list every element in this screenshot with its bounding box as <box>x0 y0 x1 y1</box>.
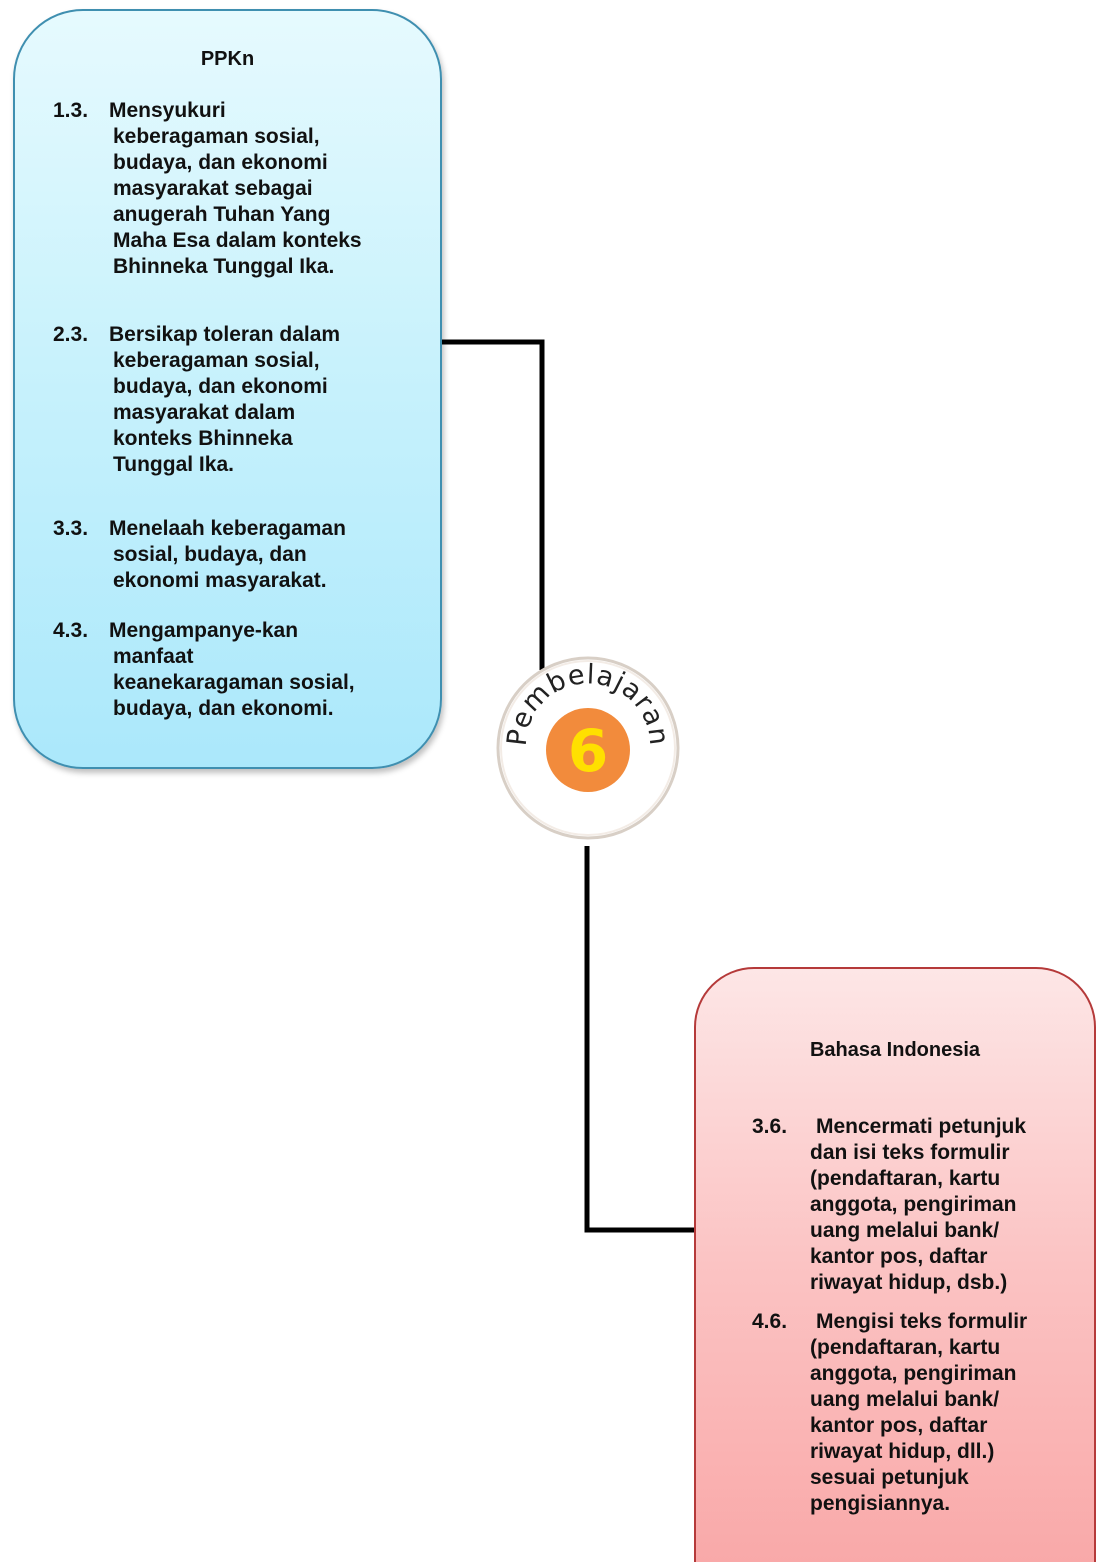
item-line: Menelaah keberagaman <box>109 517 346 540</box>
item-number: 3.3. <box>53 517 89 540</box>
item-line: Mengampanye-kan <box>109 619 299 642</box>
item-number: 1.3. <box>53 99 89 122</box>
ppkn-item-2: 2.3. Bersikap toleran dalam keberagaman … <box>53 322 423 478</box>
item-line: anggota, pengiriman <box>810 1362 1017 1385</box>
item-line: pengisiannya. <box>810 1492 951 1515</box>
item-line: kantor pos, daftar <box>810 1245 988 1268</box>
item-line: budaya, dan ekonomi <box>113 151 328 174</box>
ppkn-box: PPKn 1.3. Mensyukuri keberagaman sosial,… <box>13 9 442 769</box>
item-line: kantor pos, daftar <box>810 1414 988 1437</box>
item-line: masyarakat dalam <box>113 401 296 424</box>
item-line: sesuai petunjuk <box>810 1466 969 1489</box>
item-number: 4.6. <box>752 1310 788 1333</box>
item-line: Mensyukuri <box>109 99 226 122</box>
ppkn-title: PPKn <box>200 48 255 70</box>
item-line: ekonomi masyarakat. <box>113 569 327 592</box>
ppkn-item-3: 3.3. Menelaah keberagaman sosial, budaya… <box>53 516 423 594</box>
item-line: uang melalui bank/ <box>810 1219 1000 1242</box>
ppkn-item-1: 1.3. Mensyukuri keberagaman sosial, buda… <box>53 98 423 280</box>
bahasa-item-1: 3.6. Mencermati petunjuk dan isi teks fo… <box>752 1114 1082 1296</box>
item-line: (pendaftaran, kartu <box>810 1336 1001 1359</box>
item-number: 3.6. <box>752 1115 788 1138</box>
bahasa-item-2: 4.6. Mengisi teks formulir (pendaftaran,… <box>752 1309 1082 1517</box>
item-line: budaya, dan ekonomi. <box>113 697 334 720</box>
item-line: Mencermati petunjuk <box>816 1115 1027 1138</box>
item-line: keanekaragaman sosial, <box>113 671 355 694</box>
badge-number-circle <box>546 708 630 792</box>
item-line: keberagaman sosial, <box>113 125 320 148</box>
item-line: anggota, pengiriman <box>810 1193 1017 1216</box>
item-line: dan isi teks formulir <box>810 1141 1010 1164</box>
item-line: manfaat <box>113 645 194 668</box>
item-line: Tunggal Ika. <box>113 453 234 476</box>
item-line: keberagaman sosial, <box>113 349 320 372</box>
item-number: 2.3. <box>53 323 89 346</box>
item-line: Bhinneka Tunggal Ika. <box>113 255 335 278</box>
item-line: budaya, dan ekonomi <box>113 375 328 398</box>
item-line: Bersikap toleran dalam <box>109 323 341 346</box>
item-line: (pendaftaran, kartu <box>810 1167 1001 1190</box>
item-line: anugerah Tuhan Yang <box>113 203 331 226</box>
bahasa-indonesia-box: Bahasa Indonesia 3.6. Mencermati petunju… <box>694 967 1096 1562</box>
item-line: Maha Esa dalam konteks <box>113 229 362 252</box>
badge-number: 6 <box>568 717 608 785</box>
pembelajaran-badge: Pembelajaran 6 <box>496 656 680 840</box>
ppkn-item-4: 4.3. Mengampanye-kan manfaat keanekaraga… <box>53 618 423 722</box>
item-line: riwayat hidup, dsb.) <box>810 1271 1008 1294</box>
item-number: 4.3. <box>53 619 89 642</box>
item-line: uang melalui bank/ <box>810 1388 1000 1411</box>
item-line: Mengisi teks formulir <box>816 1310 1028 1333</box>
item-line: konteks Bhinneka <box>113 427 293 450</box>
connector-bahasa <box>584 846 694 1233</box>
bahasa-title: Bahasa Indonesia <box>809 1039 981 1061</box>
connector-ppkn <box>442 339 545 670</box>
item-line: masyarakat sebagai <box>113 177 313 200</box>
item-line: sosial, budaya, dan <box>113 543 307 566</box>
item-line: riwayat hidup, dll.) <box>810 1440 995 1463</box>
